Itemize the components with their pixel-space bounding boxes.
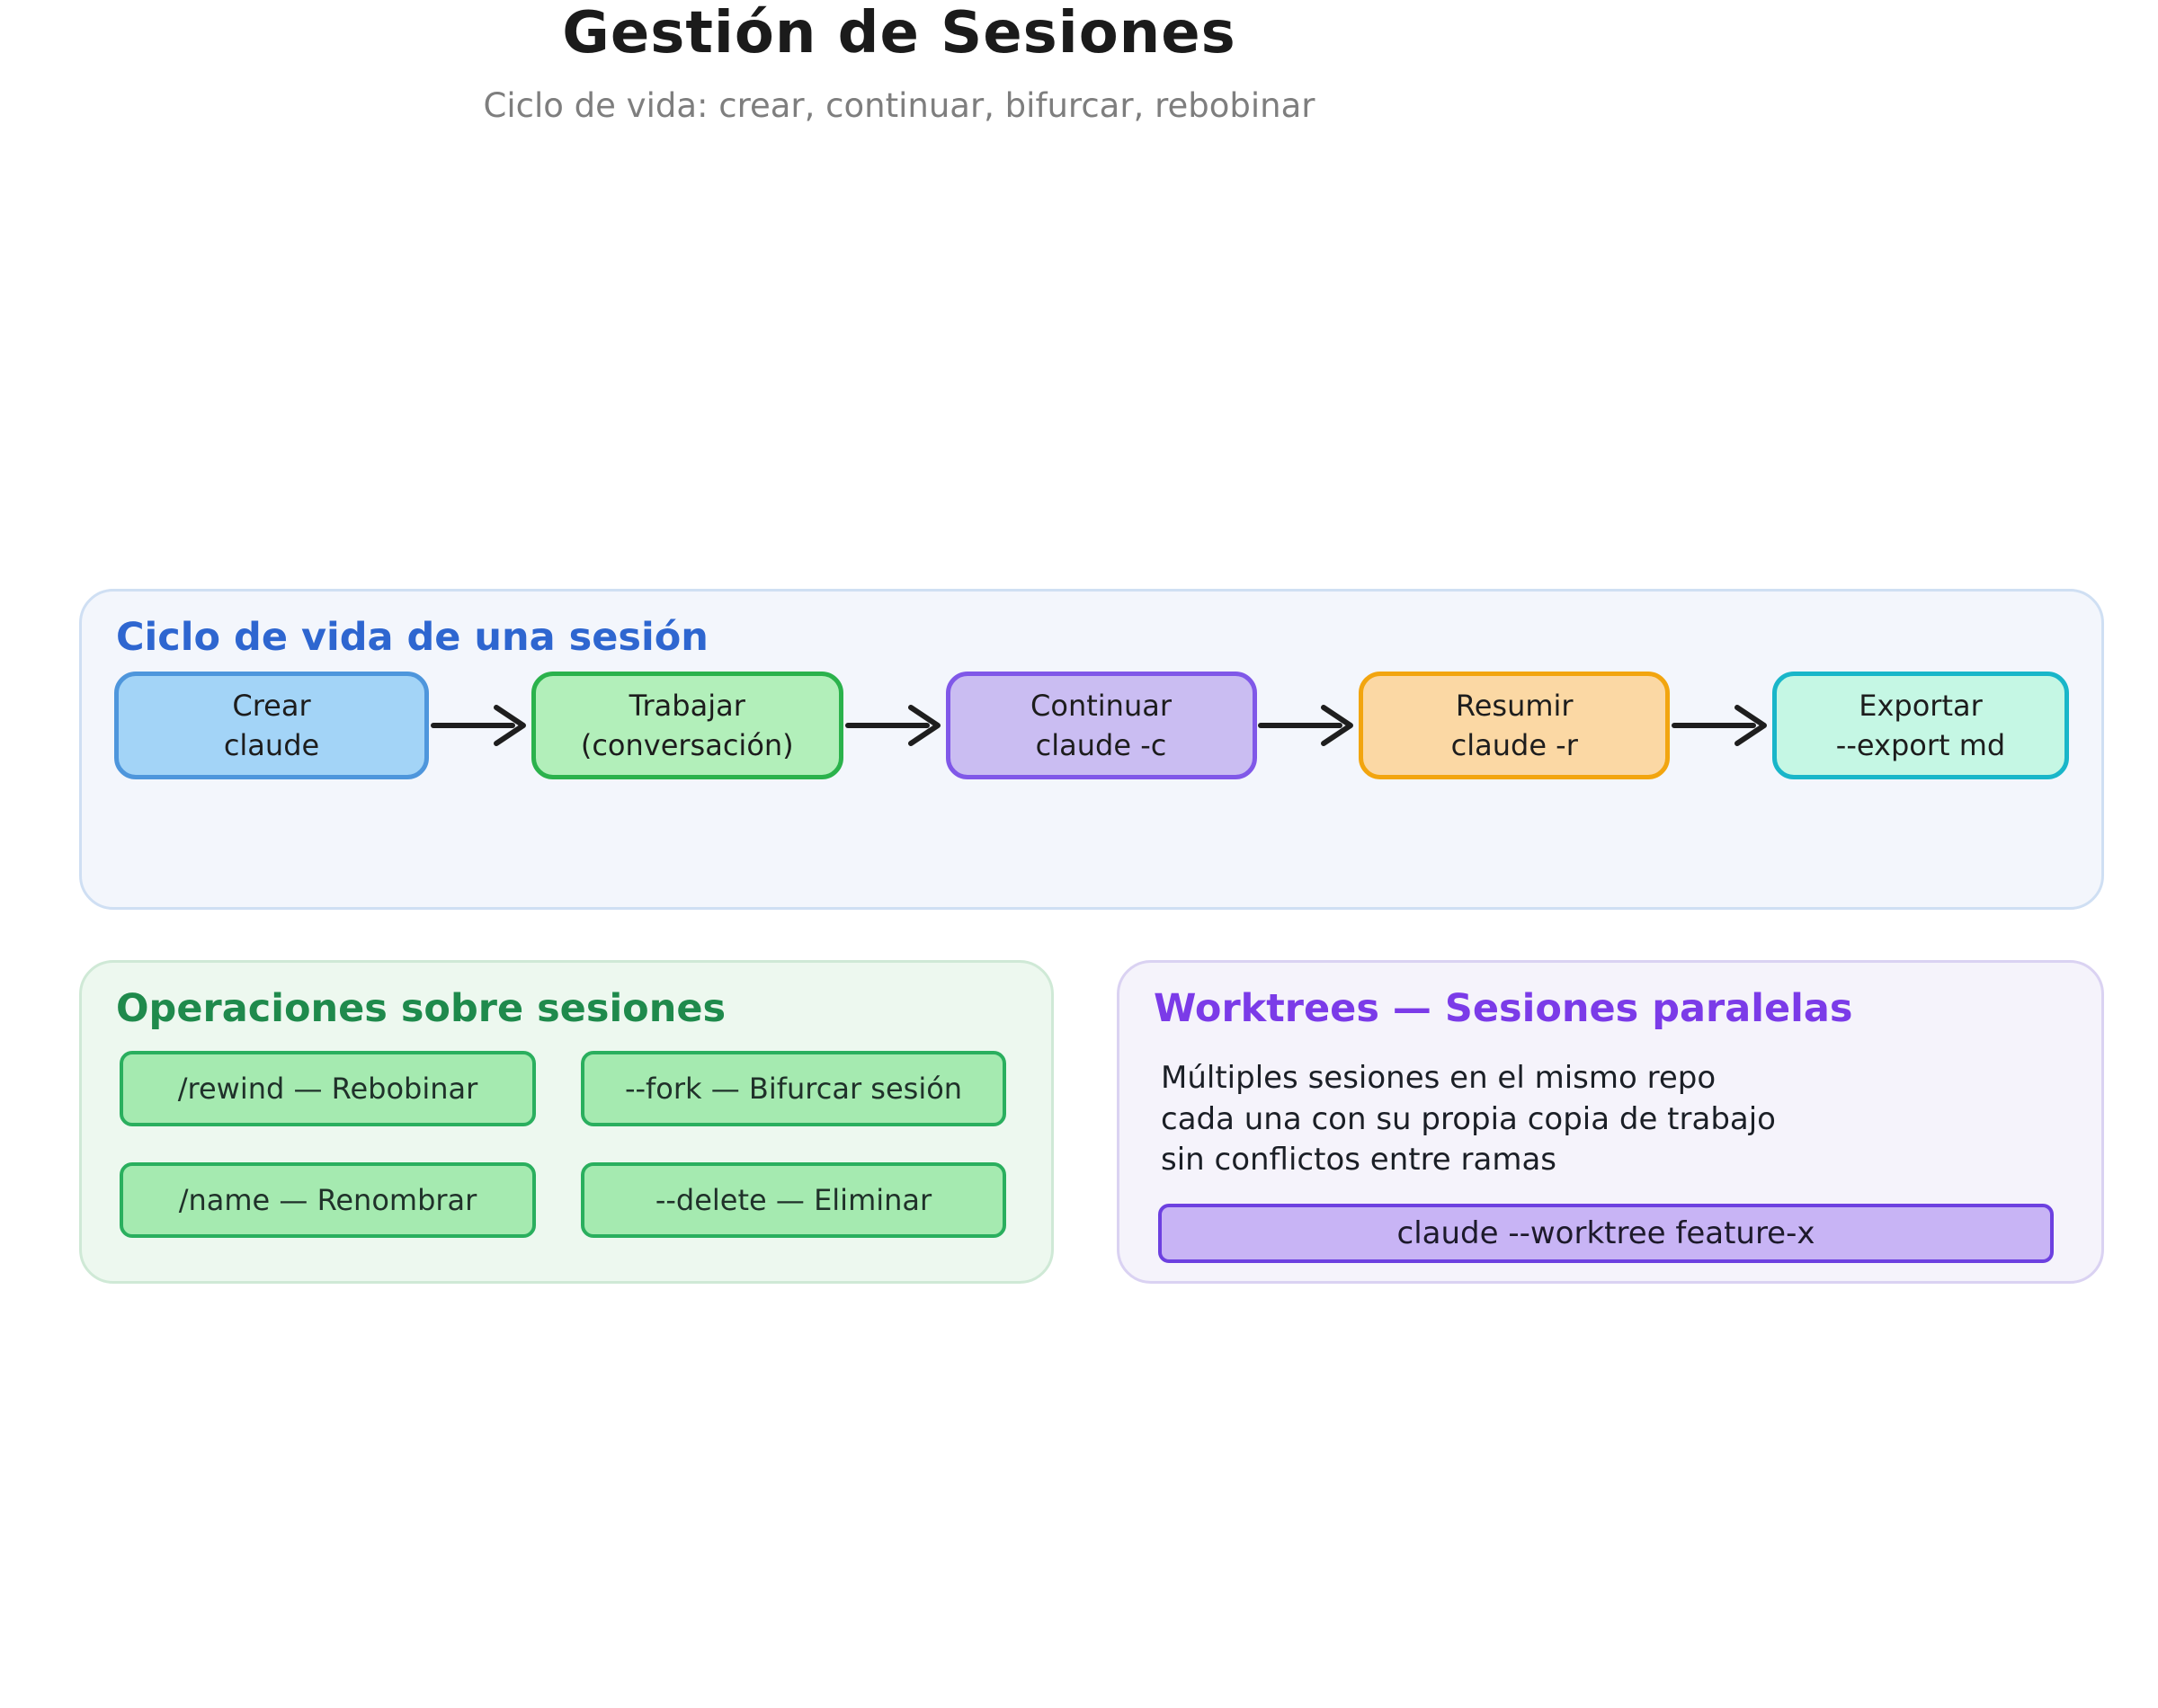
worktrees-panel: Worktrees — Sesiones paralelas Múltiples… [1117,960,2104,1284]
operation-pill-rewind: /rewind — Rebobinar [120,1051,536,1126]
flow-node-resumir: Resumir claude -r [1359,672,1671,779]
flow-arrow [1670,697,1772,754]
lifecycle-panel: Ciclo de vida de una sesión Crear claude… [79,589,2104,910]
flow-arrow [429,697,531,754]
flow-node-command: claude [223,728,320,762]
worktree-command-pill: claude --worktree feature-x [1158,1204,2054,1263]
operations-panel-title: Operaciones sobre sesiones [116,986,727,1031]
operation-pill-fork: --fork — Bifurcar sesión [581,1051,1006,1126]
arrow-right-icon [1672,705,1768,746]
flow-node-label: Continuar [1030,688,1172,723]
arrow-right-icon [430,705,526,746]
arrow-right-icon [844,705,941,746]
flow-node-label: Crear [232,688,311,723]
worktrees-description: Múltiples sesiones en el mismo repo cada… [1161,1058,1776,1181]
flow-node-command: (conversación) [580,728,794,762]
flow-node-command: claude -c [1035,728,1167,762]
flow-node-command: claude -r [1450,728,1578,762]
lifecycle-panel-title: Ciclo de vida de una sesión [116,615,709,660]
page-subtitle: Ciclo de vida: crear, continuar, bifurca… [483,86,1315,125]
operations-grid: /rewind — Rebobinar --fork — Bifurcar se… [120,1051,1006,1238]
worktrees-line: Múltiples sesiones en el mismo repo [1161,1060,1717,1096]
worktrees-line: sin conflictos entre ramas [1161,1142,1557,1179]
flow-arrow [1257,697,1360,754]
flow-node-label: Exportar [1859,688,1983,723]
flow-arrow [843,697,946,754]
operation-pill-delete: --delete — Eliminar [581,1162,1006,1238]
operations-panel: Operaciones sobre sesiones /rewind — Reb… [79,960,1054,1284]
operation-pill-name: /name — Renombrar [120,1162,536,1238]
lifecycle-flow: Crear claude Trabajar (conversación) Con… [114,671,2069,780]
arrow-right-icon [1258,705,1354,746]
flow-node-label: Resumir [1455,688,1574,723]
flow-node-trabajar: Trabajar (conversación) [531,672,843,779]
worktrees-panel-title: Worktrees — Sesiones paralelas [1154,986,1853,1031]
flow-node-crear: Crear claude [114,672,429,779]
diagram-header: Gestión de Sesiones Ciclo de vida: crear… [0,0,1798,125]
worktrees-line: cada una con su propia copia de trabajo [1161,1100,1776,1137]
page-title: Gestión de Sesiones [562,0,1236,67]
flow-node-label: Trabajar [629,688,745,723]
flow-node-command: --export md [1835,728,2006,762]
flow-node-exportar: Exportar --export md [1772,672,2069,779]
flow-node-continuar: Continuar claude -c [945,672,1257,779]
